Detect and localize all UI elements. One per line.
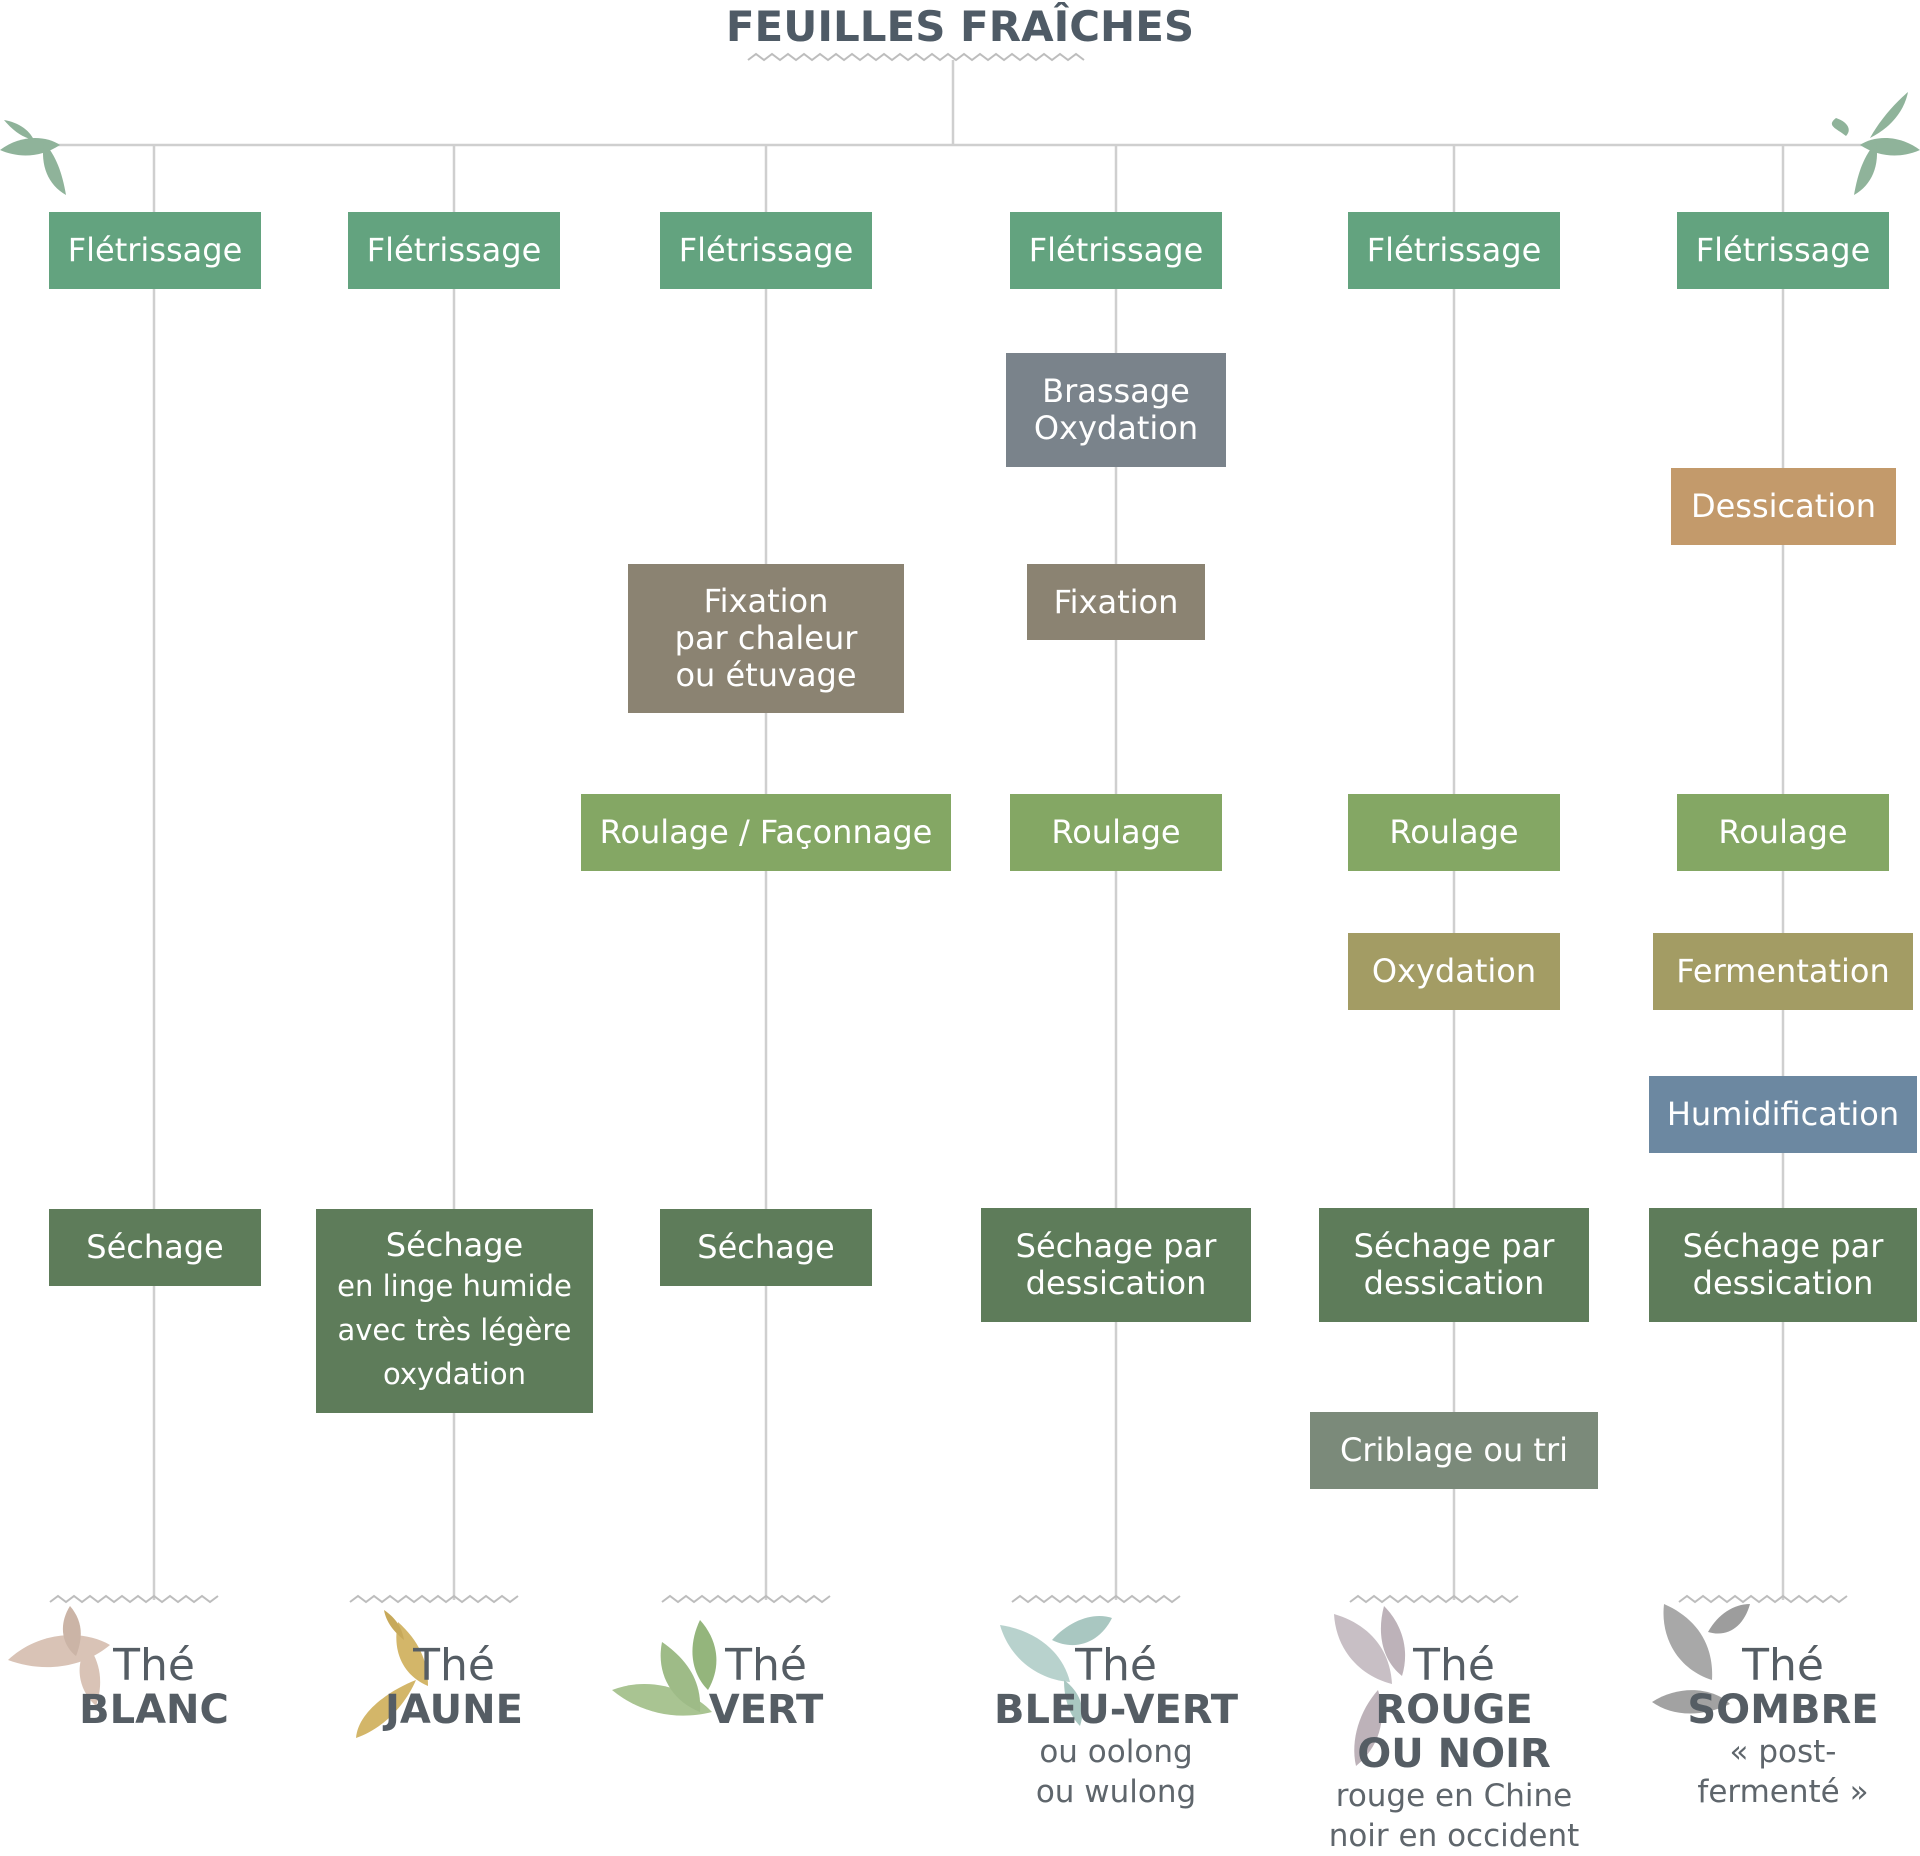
tea-the: Thé xyxy=(725,1640,807,1691)
leaf-sombre-icon xyxy=(1652,1604,1750,1714)
wave-jaune xyxy=(349,1594,519,1604)
tea-the: Thé xyxy=(1413,1640,1495,1691)
tea-label-vert: Thé VERT xyxy=(606,1640,926,1733)
step-sechage-vert: Séchage xyxy=(660,1209,872,1286)
step-fletrissage-vert: Flétrissage xyxy=(660,212,872,289)
tea-label-blanc: Thé BLANC xyxy=(0,1640,314,1733)
tea-name: VERT xyxy=(708,1687,824,1733)
step-dessication-sombre: Dessication xyxy=(1671,468,1896,545)
step-oxydation-rouge: Oxydation xyxy=(1348,933,1560,1010)
leaf-jaune-icon xyxy=(356,1610,428,1738)
tea-label-jaune: Thé JAUNE xyxy=(294,1640,614,1733)
wave-sombre xyxy=(1678,1594,1848,1604)
leaf-bleuvert-icon xyxy=(1000,1616,1112,1726)
sprig-left-icon xyxy=(0,120,66,195)
wave-vert xyxy=(661,1594,831,1604)
step-humidification-sombre: Humidification xyxy=(1649,1076,1917,1153)
tea-name: JAUNE xyxy=(385,1687,523,1733)
tea-name: BLEU-VERT xyxy=(993,1687,1239,1733)
tea-subtitle: « post- xyxy=(1729,1734,1837,1770)
tea-subtitle: noir en occident xyxy=(1328,1818,1580,1854)
step-fletrissage-blanc: Flétrissage xyxy=(49,212,261,289)
tea-name: SOMBRE xyxy=(1687,1687,1879,1733)
step-sechage-sombre: Séchage par dessication xyxy=(1649,1208,1917,1322)
step-fermentation-sombre: Fermentation xyxy=(1653,933,1913,1010)
step-roulage-bleuvert: Roulage xyxy=(1010,794,1222,871)
step-sechage-jaune: Séchage en linge humide avec très légère… xyxy=(316,1209,593,1413)
leaf-rouge-icon xyxy=(1334,1606,1406,1766)
step-roulage-sombre: Roulage xyxy=(1677,794,1889,871)
tea-name: BLANC xyxy=(79,1687,229,1733)
step-fletrissage-jaune: Flétrissage xyxy=(348,212,560,289)
tea-the: Thé xyxy=(413,1640,495,1691)
step-fixation-bleuvert: Fixation xyxy=(1027,564,1205,640)
title-wave xyxy=(747,52,1085,62)
step-fletrissage-rouge: Flétrissage xyxy=(1348,212,1560,289)
tea-subtitle: ou wulong xyxy=(1035,1774,1197,1810)
tea-label-bleuvert: Thé BLEU-VERT ou oolong ou wulong xyxy=(956,1644,1276,1812)
tea-subtitle: rouge en Chine xyxy=(1335,1778,1573,1814)
sprig-right-icon xyxy=(1831,92,1920,195)
step-roulage-rouge: Roulage xyxy=(1348,794,1560,871)
tea-name: OU NOIR xyxy=(1357,1731,1551,1777)
leaf-vert-icon xyxy=(612,1620,717,1716)
tea-the: Thé xyxy=(1075,1640,1157,1691)
tea-subtitle: fermenté » xyxy=(1697,1774,1869,1810)
step-sechage-bleuvert: Séchage par dessication xyxy=(981,1208,1251,1322)
step-criblage-rouge: Criblage ou tri xyxy=(1310,1412,1598,1489)
step-roulage-vert: Roulage / Façonnage xyxy=(581,794,951,871)
wave-blanc xyxy=(49,1594,219,1604)
diagram-title: FEUILLES FRAÎCHES xyxy=(725,2,1195,51)
tea-the: Thé xyxy=(1742,1640,1824,1691)
tea-label-sombre: Thé SOMBRE « post- fermenté » xyxy=(1623,1644,1920,1812)
step-fixation-vert: Fixation par chaleur ou étuvage xyxy=(628,564,904,713)
tea-label-rouge: Thé ROUGE OU NOIR rouge en Chine noir en… xyxy=(1294,1644,1614,1856)
tea-name: ROUGE xyxy=(1375,1687,1533,1733)
tea-the: Thé xyxy=(113,1640,195,1691)
tea-subtitle: ou oolong xyxy=(1039,1734,1193,1770)
step-fletrissage-bleuvert: Flétrissage xyxy=(1010,212,1222,289)
step-sechage-blanc: Séchage xyxy=(49,1209,261,1286)
leaf-blanc-icon xyxy=(8,1606,110,1706)
step-brassage-oxydation-bleuvert: Brassage Oxydation xyxy=(1006,353,1226,467)
wave-bleuvert xyxy=(1011,1594,1181,1604)
step-sechage-rouge: Séchage par dessication xyxy=(1319,1208,1589,1322)
wave-rouge xyxy=(1349,1594,1519,1604)
step-fletrissage-sombre: Flétrissage xyxy=(1677,212,1889,289)
